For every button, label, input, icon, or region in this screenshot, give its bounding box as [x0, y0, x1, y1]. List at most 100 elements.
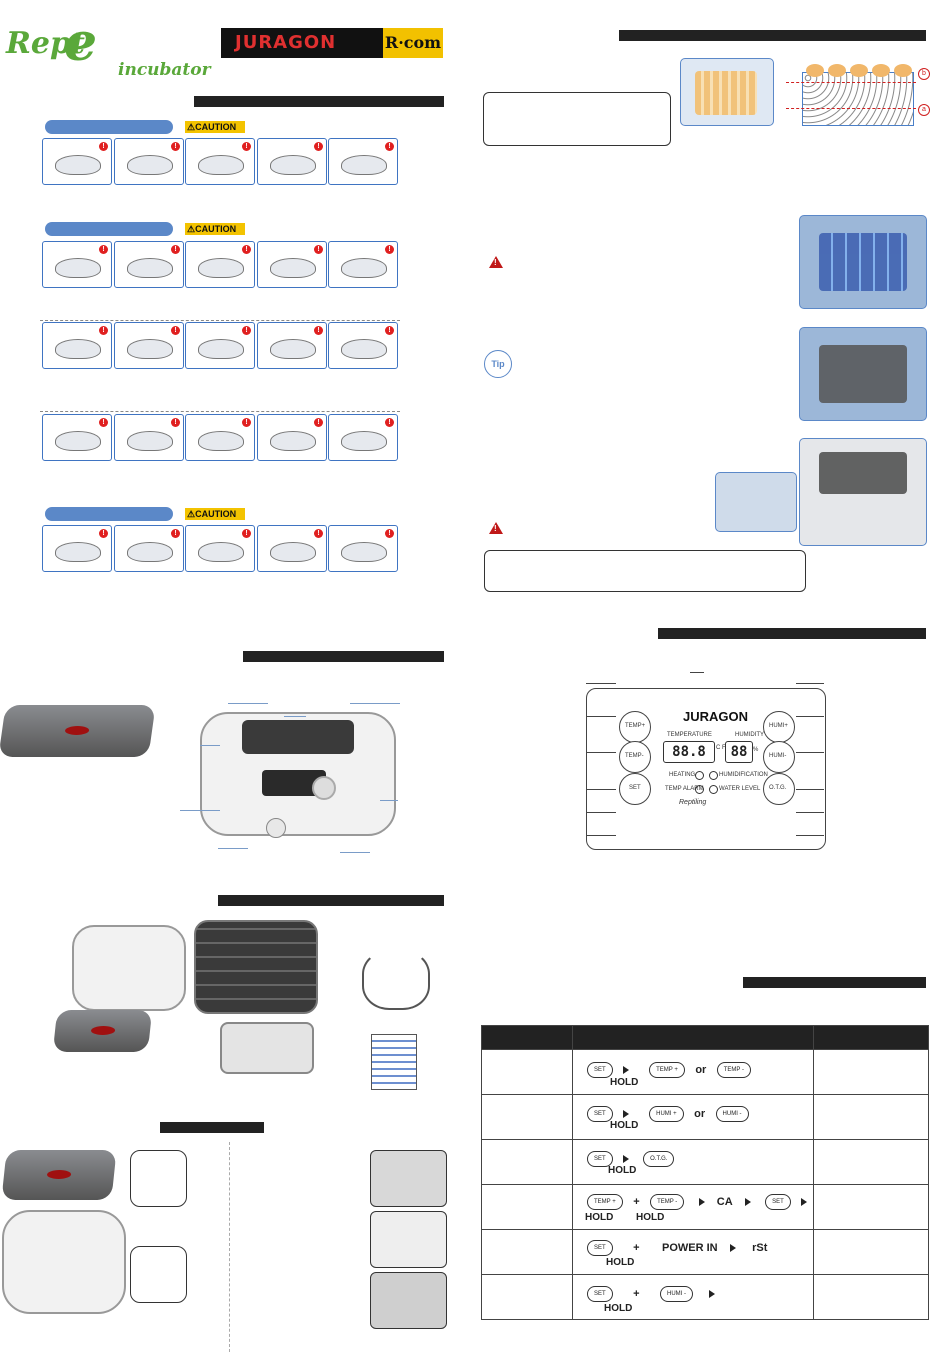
- key-set: SET: [587, 1150, 613, 1167]
- alert-icon: !: [242, 326, 251, 335]
- callout-line: [200, 745, 220, 746]
- egg-rack-image: [194, 920, 318, 1014]
- lock-detail-top: [130, 1150, 187, 1207]
- plus-word: +: [633, 1195, 640, 1208]
- hold-label: HOLD: [585, 1212, 614, 1223]
- alert-icon: !: [242, 418, 251, 427]
- caution-illustration: !: [42, 138, 112, 185]
- alert-icon: !: [385, 418, 394, 427]
- egg-icon: [806, 64, 824, 77]
- temp-alarm-led: [695, 785, 704, 794]
- temperature-label: TEMPERATURE: [667, 732, 712, 738]
- note-box: [484, 550, 806, 592]
- incubator-icon: [270, 339, 316, 359]
- juragon-rcom-banner: JURAGON R·com: [221, 28, 443, 58]
- alert-icon: !: [99, 418, 108, 427]
- divider: [40, 411, 400, 412]
- alert-icon: !: [314, 326, 323, 335]
- manual-leaflet-image: [371, 1034, 417, 1090]
- eggs-in-tray: [695, 71, 757, 115]
- callout-line: [350, 703, 400, 704]
- alert-icon: !: [314, 142, 323, 151]
- alert-icon: !: [242, 245, 251, 254]
- key-temp-minus: TEMP -: [716, 1061, 751, 1078]
- marker-b: b: [918, 68, 930, 80]
- incubator-icon: [341, 258, 387, 278]
- section-header-bar: [160, 1122, 264, 1133]
- arrow-icon: [709, 1289, 716, 1298]
- lid-image: [52, 1010, 153, 1052]
- hold-label: HOLD: [604, 1303, 633, 1314]
- assembly-incubator-image: [2, 1210, 126, 1314]
- key-set: SET: [587, 1239, 613, 1256]
- section-pill: [45, 507, 173, 521]
- incubator-icon: [341, 542, 387, 562]
- command-row-1: SET TEMP + or TEMP -: [585, 1061, 753, 1079]
- humi-plus-button[interactable]: HUMI+: [763, 711, 795, 743]
- pointer-line: [796, 752, 824, 753]
- key-set: SET: [587, 1105, 613, 1122]
- caution-illustration: !: [328, 241, 398, 288]
- arrow-icon: [622, 1154, 629, 1163]
- ca-word: CA: [716, 1195, 733, 1208]
- logo-text-rept: Rept: [6, 26, 85, 61]
- section-header-bar: [218, 895, 444, 906]
- table-row: [481, 1274, 929, 1320]
- sub-brand: Reptiling: [679, 799, 707, 806]
- humidity-display: 88: [725, 741, 753, 763]
- caution-label: ⚠CAUTION: [185, 121, 245, 133]
- command-row-4: TEMP + + TEMP - CA SET: [585, 1193, 815, 1211]
- command-row-5: SET + POWER IN rSt: [585, 1239, 771, 1257]
- humidification-label: HUMIDIFICATION: [719, 772, 768, 778]
- section-header-bar: [619, 30, 926, 41]
- temp-plus-button[interactable]: TEMP+: [619, 711, 651, 743]
- juragon-brand: JURAGON: [235, 32, 337, 53]
- caution-illustration: !: [42, 322, 112, 369]
- key-set: SET: [587, 1285, 613, 1302]
- assembly-lid-image: [1, 1150, 117, 1200]
- table-row: [481, 1049, 929, 1095]
- level-line-b: [786, 82, 916, 83]
- alert-icon: !: [171, 142, 180, 151]
- pointer-line: [586, 835, 616, 836]
- incubator-icon: [55, 339, 101, 359]
- caution-illustration: !: [328, 322, 398, 369]
- caution-illustration: !: [114, 241, 184, 288]
- heating-led: [695, 771, 704, 780]
- incubator-icon: [270, 542, 316, 562]
- humi-minus-button[interactable]: HUMI-: [763, 741, 795, 773]
- callout-line: [284, 716, 306, 717]
- temperature-display: 88.8: [663, 741, 715, 763]
- caution-illustration: !: [114, 414, 184, 461]
- caution-illustration: !: [185, 322, 255, 369]
- caution-illustration: !: [257, 322, 327, 369]
- pointer-line: [796, 716, 824, 717]
- set-button[interactable]: SET: [619, 773, 651, 805]
- temp-minus-button[interactable]: TEMP-: [619, 741, 651, 773]
- pointer-line: [586, 812, 616, 813]
- arrow-icon: [744, 1197, 751, 1206]
- alert-icon: !: [385, 529, 394, 538]
- otg-button[interactable]: O.T.G.: [763, 773, 795, 805]
- hold-label: HOLD: [606, 1257, 635, 1268]
- key-humi-minus: HUMI -: [660, 1285, 694, 1302]
- level-line-a: [786, 108, 916, 109]
- incubation-substrate-diagram: [802, 72, 914, 126]
- caution-label: ⚠CAUTION: [185, 508, 245, 520]
- caution-illustration: !: [114, 138, 184, 185]
- caution-illustration: !: [257, 138, 327, 185]
- alert-icon: !: [242, 142, 251, 151]
- table-row: [481, 1229, 929, 1275]
- pointer-line: [586, 752, 616, 753]
- caution-illustration: !: [42, 525, 112, 572]
- incubator-icon: [198, 431, 244, 451]
- key-humi-minus: HUMI -: [715, 1105, 749, 1122]
- pointer-line: [796, 683, 824, 684]
- or-word: or: [695, 1063, 707, 1076]
- control-panel-diagram: JURAGON TEMPERATURE HUMIDITY 88.8 C F 88…: [586, 688, 826, 850]
- pointer-line: [586, 716, 616, 717]
- incubator-icon: [198, 155, 244, 175]
- caution-illustration: !: [42, 241, 112, 288]
- panel-brand: JURAGON: [683, 709, 749, 724]
- lock-detail-bottom: [130, 1246, 187, 1303]
